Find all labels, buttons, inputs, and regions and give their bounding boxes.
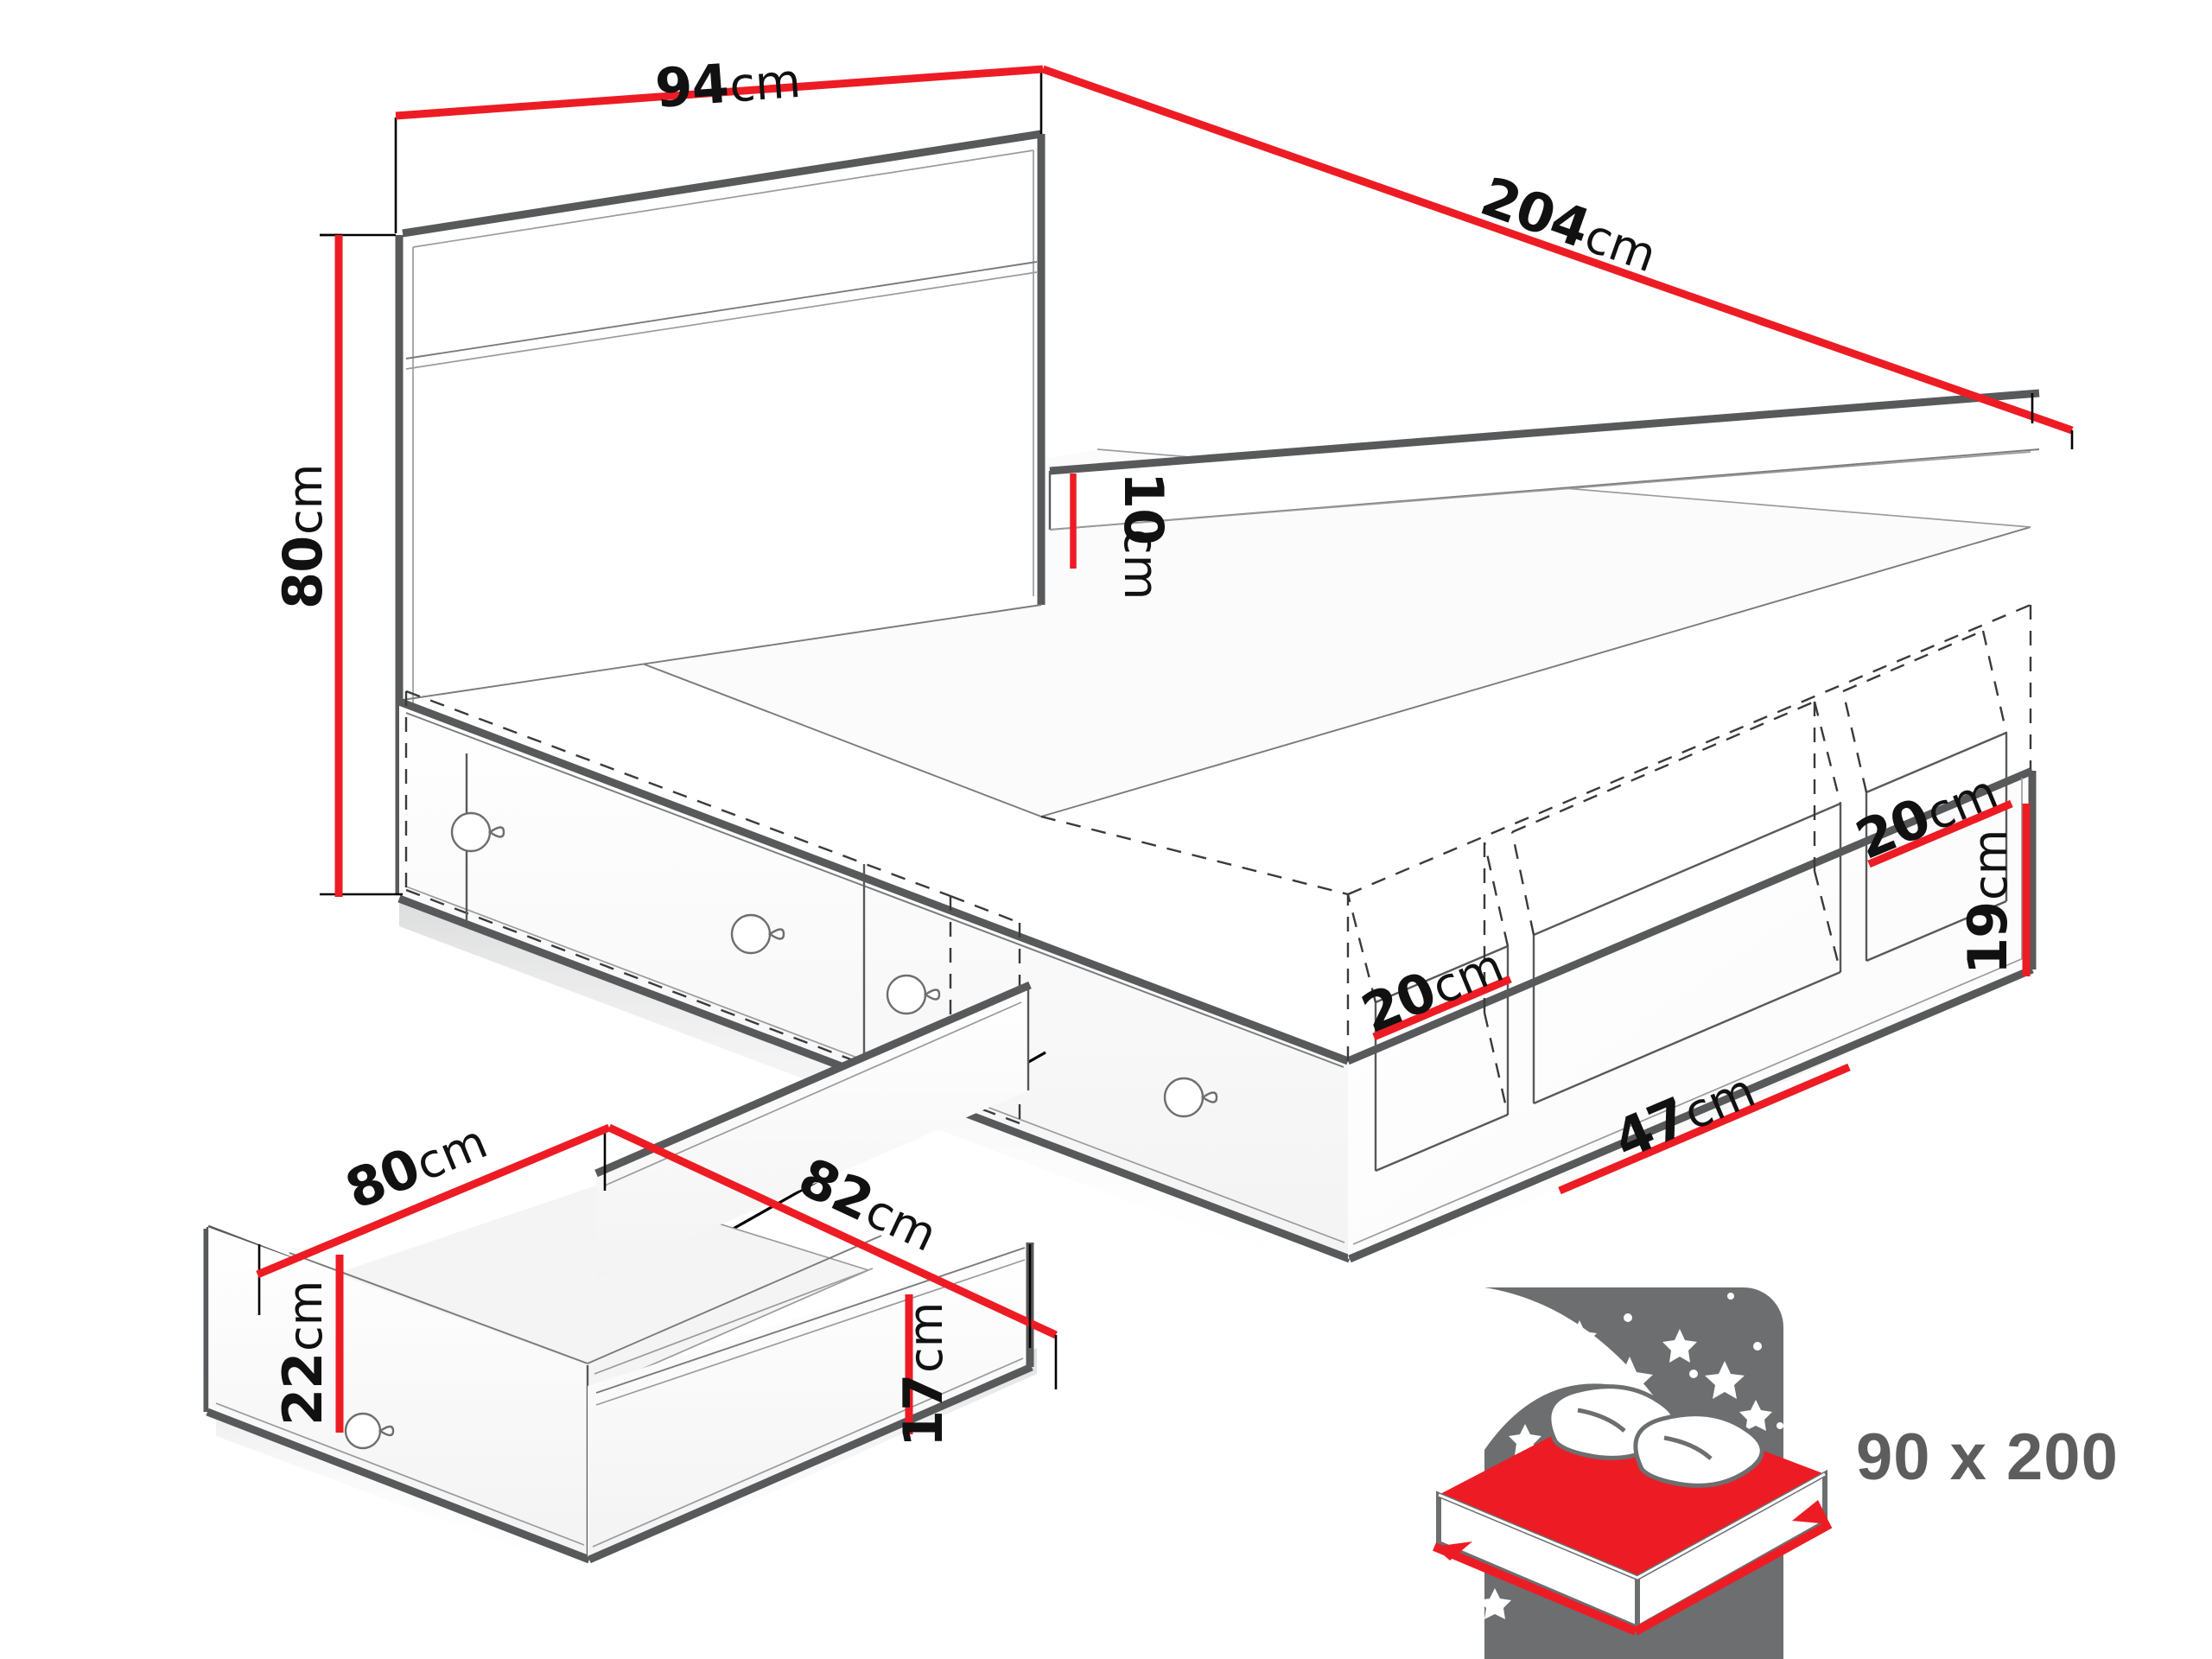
drawer-knob-stem-icon [1200, 1091, 1218, 1103]
label-19cm-value: 19 [1956, 902, 2019, 975]
mattress-size-label: 90 x 200 [1856, 1421, 2119, 1494]
bed-isometric-view [395, 130, 2040, 1285]
dim-line-20cm-left [1372, 975, 1512, 1041]
label-22cm-unit: cm [278, 1281, 333, 1351]
label-94cm-unit: cm [728, 54, 803, 113]
drawer-knob-icon[interactable] [1163, 1077, 1205, 1118]
drawer-knob-stem-icon [487, 826, 505, 838]
label-80cm-unit: cm [278, 464, 333, 535]
mattress-size-icon: 90 x 200 [1433, 1287, 2119, 1659]
bed-far-side-internal [1040, 451, 2031, 896]
dim-line-82cm [607, 1123, 1058, 1339]
bed-base-interior-lines [404, 690, 1344, 1125]
bed-foot-shelving [1346, 603, 2037, 1263]
label-80cm-value: 80 [271, 537, 334, 609]
dim-line-204cm [1041, 65, 2074, 435]
drawer-knob-stem-icon [767, 928, 785, 940]
dim-line-47cm [1558, 1063, 1851, 1195]
label-17cm-unit: cm [899, 1302, 953, 1373]
label-204cm-unit: cm [1578, 208, 1663, 283]
pillows-icon [1547, 1384, 1764, 1488]
drawer-detail-view: 80 cm 82 cm 22 cm 17 cm [203, 981, 1058, 1574]
dim-line-80cm-drawer [256, 1123, 611, 1279]
drawer-front-knob-stem-icon [378, 1425, 395, 1437]
drawer-knob-stem-icon [923, 988, 941, 1001]
drawer-knob-icon[interactable] [730, 913, 772, 955]
bed-dimension-lines [320, 65, 2074, 1195]
label-94cm-value: 94 [653, 52, 730, 120]
drawer-front-knob-icon[interactable] [344, 1412, 382, 1450]
dim-line-20cm-right [1867, 799, 2013, 868]
dim-line-94cm [395, 65, 1044, 120]
headboard-panel [395, 130, 1046, 894]
label-10cm-value: 10 [1112, 472, 1175, 544]
drawer-knob-icon[interactable] [450, 811, 492, 853]
label-19cm-unit: cm [1963, 830, 2018, 900]
drawer-knob-icon[interactable] [886, 974, 927, 1015]
drawer-front-face[interactable] [206, 1227, 591, 1564]
label-22cm-value: 22 [271, 1353, 334, 1426]
drawer-inner-edge [594, 1268, 874, 1375]
label-10cm-unit: cm [1114, 529, 1168, 600]
label-17cm-value: 17 [892, 1375, 955, 1447]
mattress-dimension-arrows [1433, 1500, 1833, 1636]
bed-drawer-fronts[interactable] [450, 753, 1218, 1118]
drawer-dimension-lines [256, 1123, 1058, 1434]
